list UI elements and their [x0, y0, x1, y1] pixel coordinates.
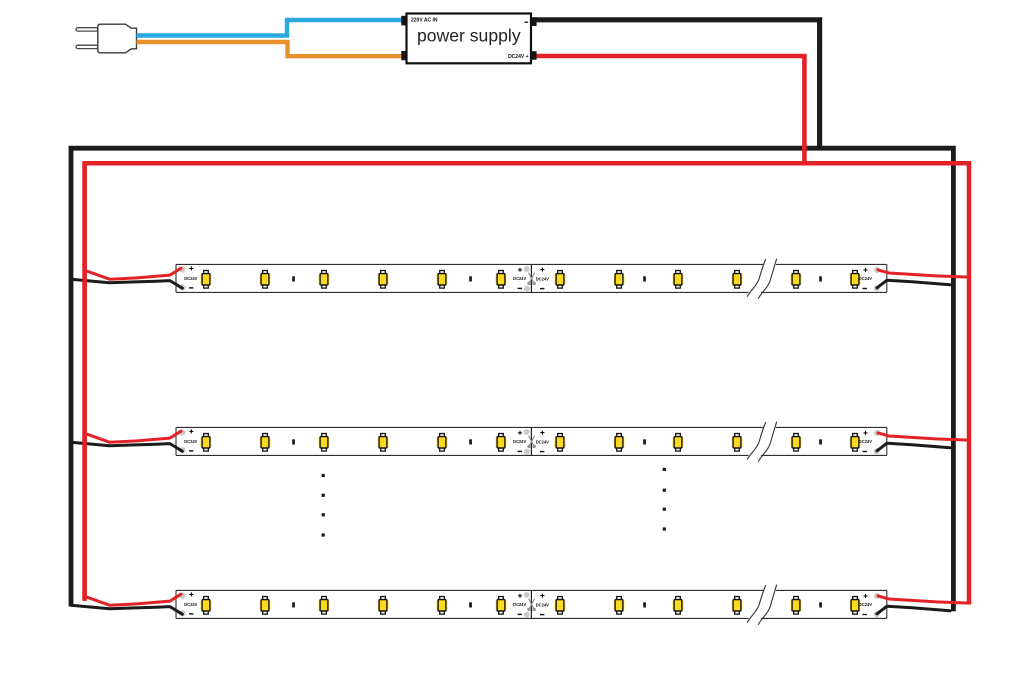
svg-text:power supply: power supply — [417, 26, 521, 46]
svg-text:DC24V +: DC24V + — [508, 54, 529, 60]
svg-text:220V AC IN: 220V AC IN — [411, 18, 438, 24]
